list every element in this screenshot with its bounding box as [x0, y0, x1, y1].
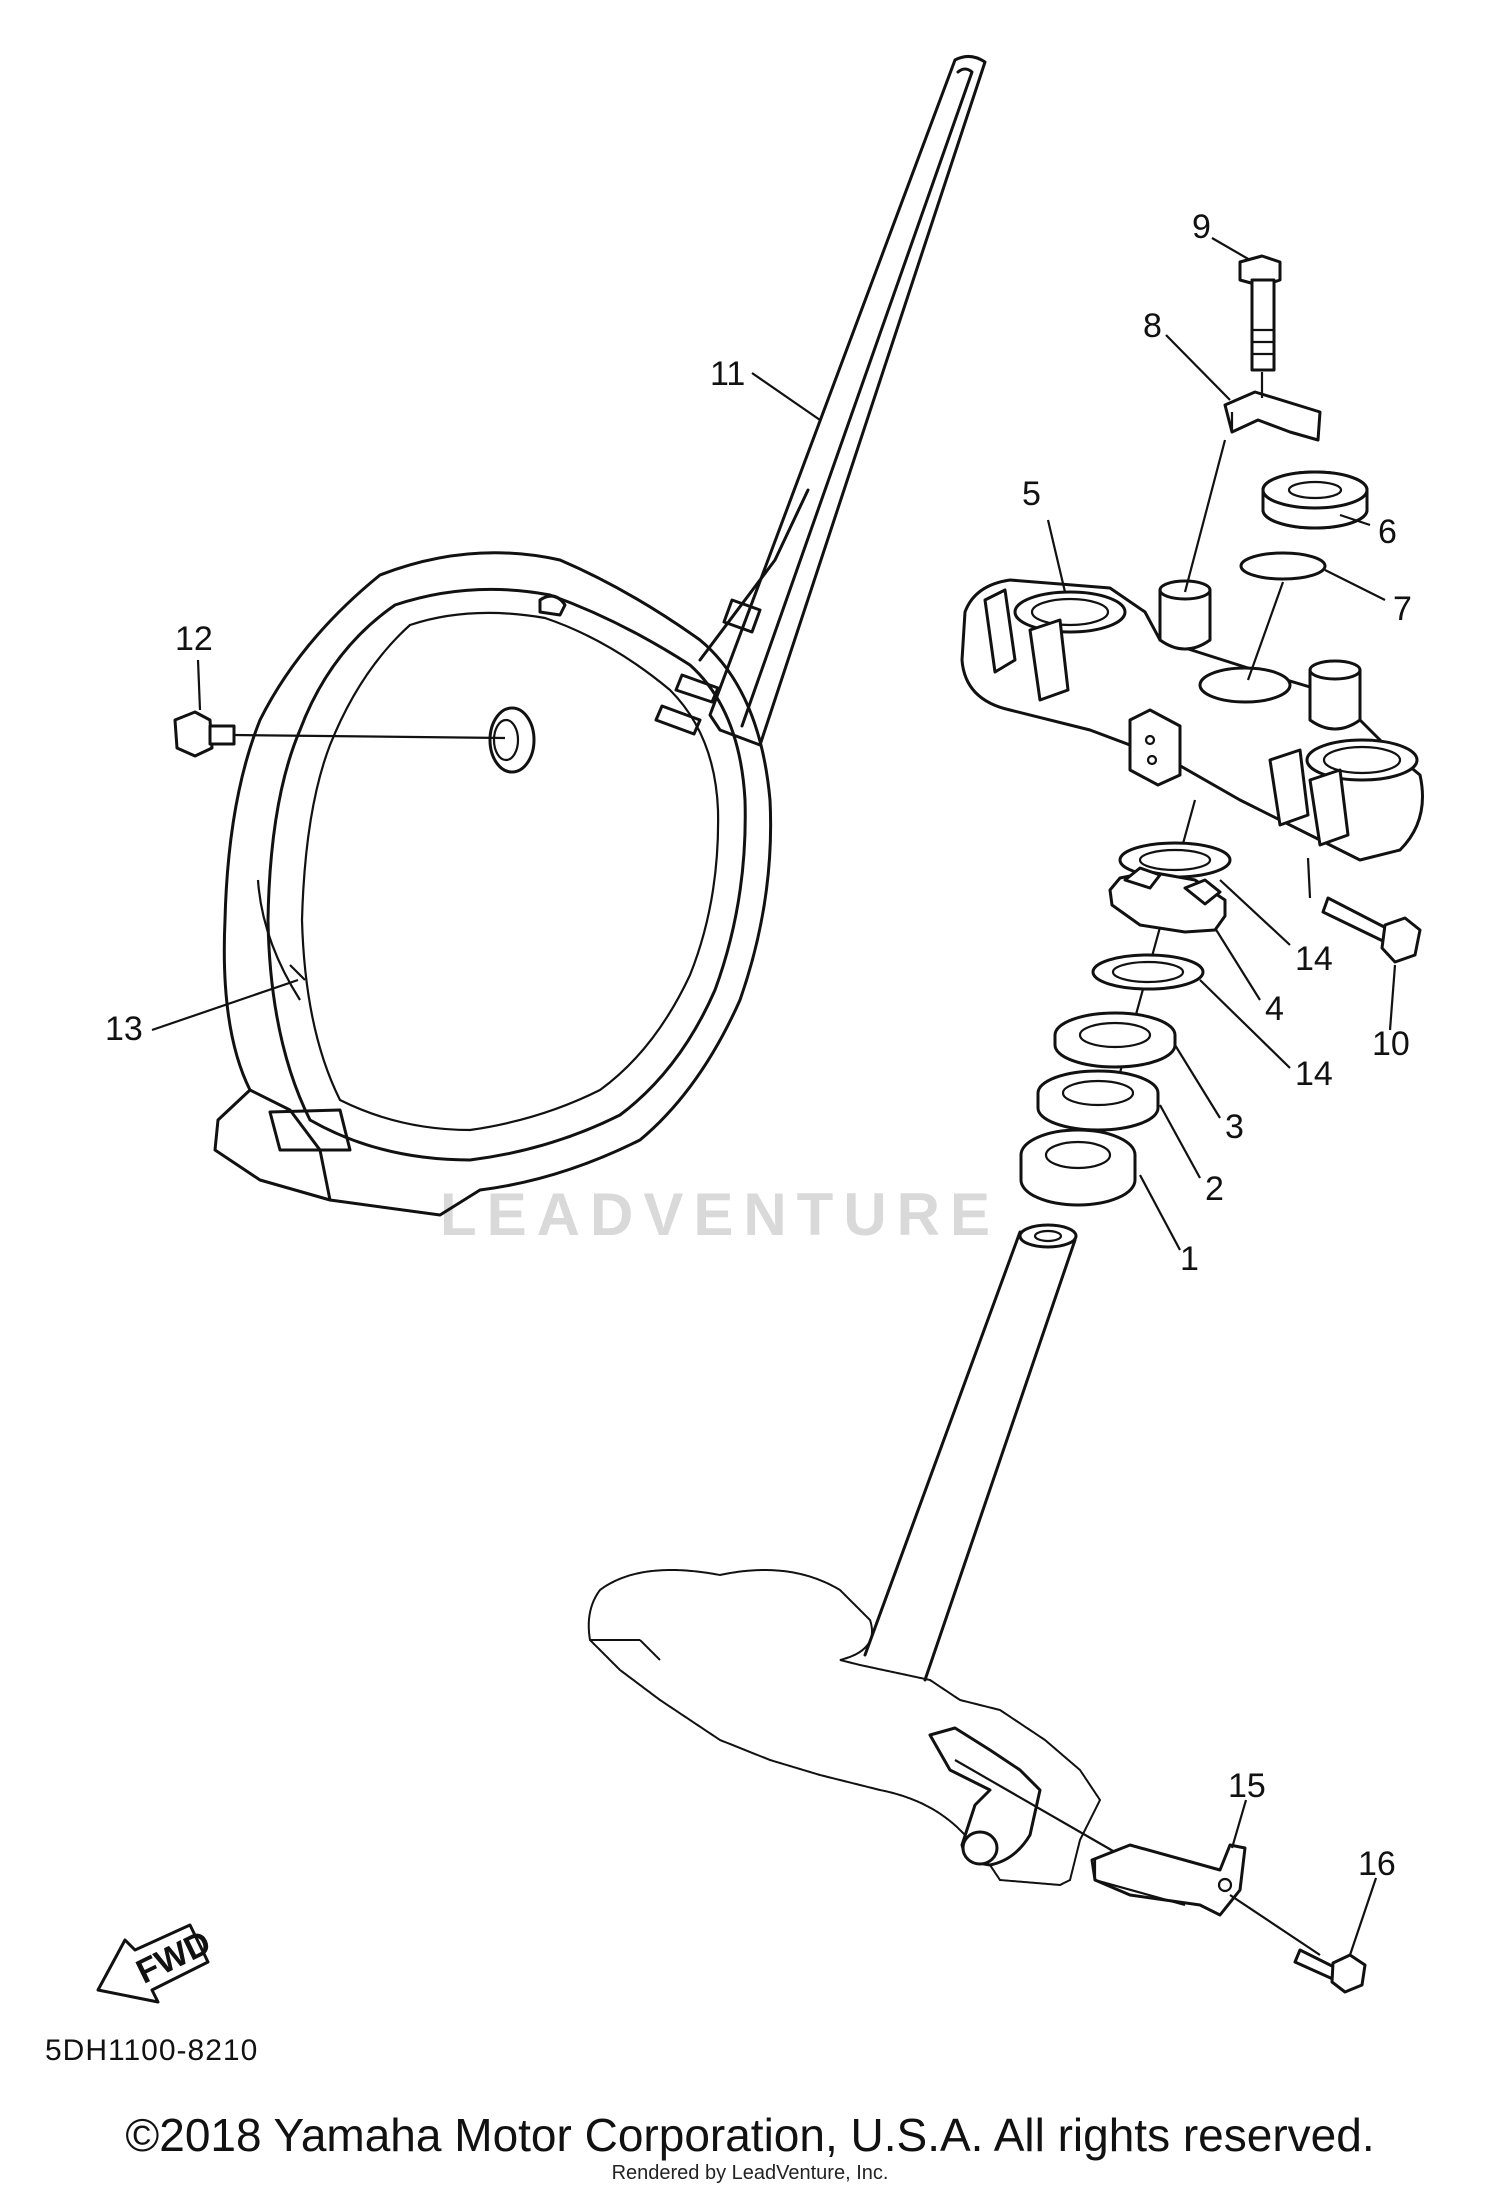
callout-11: 11 — [710, 355, 745, 393]
callout-14-lower: 14 — [1295, 1055, 1333, 1093]
callout-14-upper: 14 — [1295, 940, 1333, 978]
watermark-text: LEADVENTURE — [440, 1181, 1000, 1248]
bolt-12-drawing — [173, 710, 506, 758]
bearing-stack-drawing — [1019, 799, 1232, 1207]
number-plate-drawing — [213, 55, 987, 1217]
callout-8: 8 — [1143, 307, 1162, 345]
callout-10: 10 — [1372, 1025, 1410, 1063]
rendered-by-notice: Rendered by LeadVenture, Inc. — [611, 2162, 889, 2184]
callout-13: 13 — [105, 1010, 143, 1048]
callout-labels: 9 8 5 6 7 11 12 13 14 4 14 3 2 1 10 15 1… — [105, 208, 1412, 1883]
callout-15: 15 — [1228, 1767, 1266, 1805]
callout-7: 7 — [1393, 590, 1412, 628]
upper-bracket-drawing — [960, 254, 1424, 964]
callout-2: 2 — [1205, 1170, 1224, 1208]
leader-lines — [151, 237, 1397, 1956]
callout-3: 3 — [1225, 1108, 1244, 1146]
callout-4: 4 — [1265, 990, 1284, 1028]
diagram-code: 5DH1100-8210 — [45, 2034, 258, 2067]
callout-9: 9 — [1192, 208, 1211, 246]
callout-16: 16 — [1358, 1845, 1396, 1883]
callout-1: 1 — [1180, 1240, 1199, 1278]
callout-5: 5 — [1022, 475, 1041, 513]
callout-12: 12 — [175, 620, 213, 658]
fwd-arrow: FWD — [96, 1923, 217, 2004]
copyright-notice: ©2018 Yamaha Motor Corporation, U.S.A. A… — [125, 2109, 1375, 2161]
clamp-15-drawing — [1090, 1843, 1367, 1994]
callout-6: 6 — [1378, 513, 1397, 551]
steering-stem-drawing — [587, 1223, 1121, 1887]
